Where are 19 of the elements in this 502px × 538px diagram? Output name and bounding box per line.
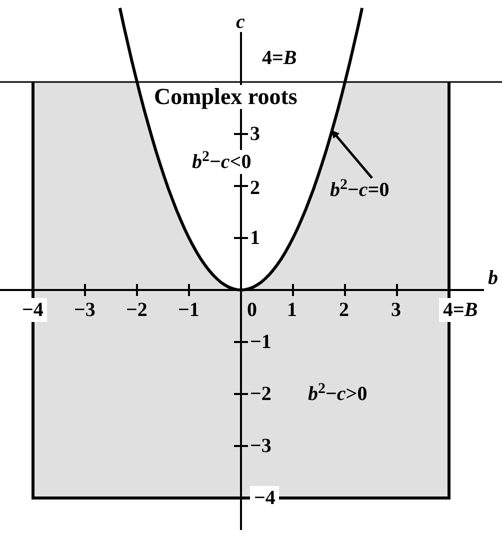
tick-label: −2	[250, 382, 272, 406]
tick-label: 2	[339, 298, 349, 322]
tick-label: 3	[250, 122, 260, 146]
tick-label: 0	[247, 298, 257, 322]
tick-label: 3	[391, 298, 401, 322]
tick-label: −2	[126, 298, 148, 322]
leader-line	[331, 130, 373, 179]
tick-label: 1	[250, 226, 260, 250]
tick-label: −3	[250, 434, 272, 458]
axis-label: c	[236, 10, 245, 34]
inequality-label: b$^{2}$−c>0	[308, 382, 368, 406]
tick-label: −1	[178, 298, 200, 322]
bound-label: 4=B	[262, 46, 297, 70]
tick-label: 2	[250, 176, 260, 200]
tick-label: −3	[74, 298, 96, 322]
axis-label: b	[488, 266, 498, 290]
equation-label: b$^{2}$−c=0	[330, 178, 390, 202]
tick-label: −1	[250, 330, 272, 354]
tick-label: 1	[287, 298, 297, 322]
